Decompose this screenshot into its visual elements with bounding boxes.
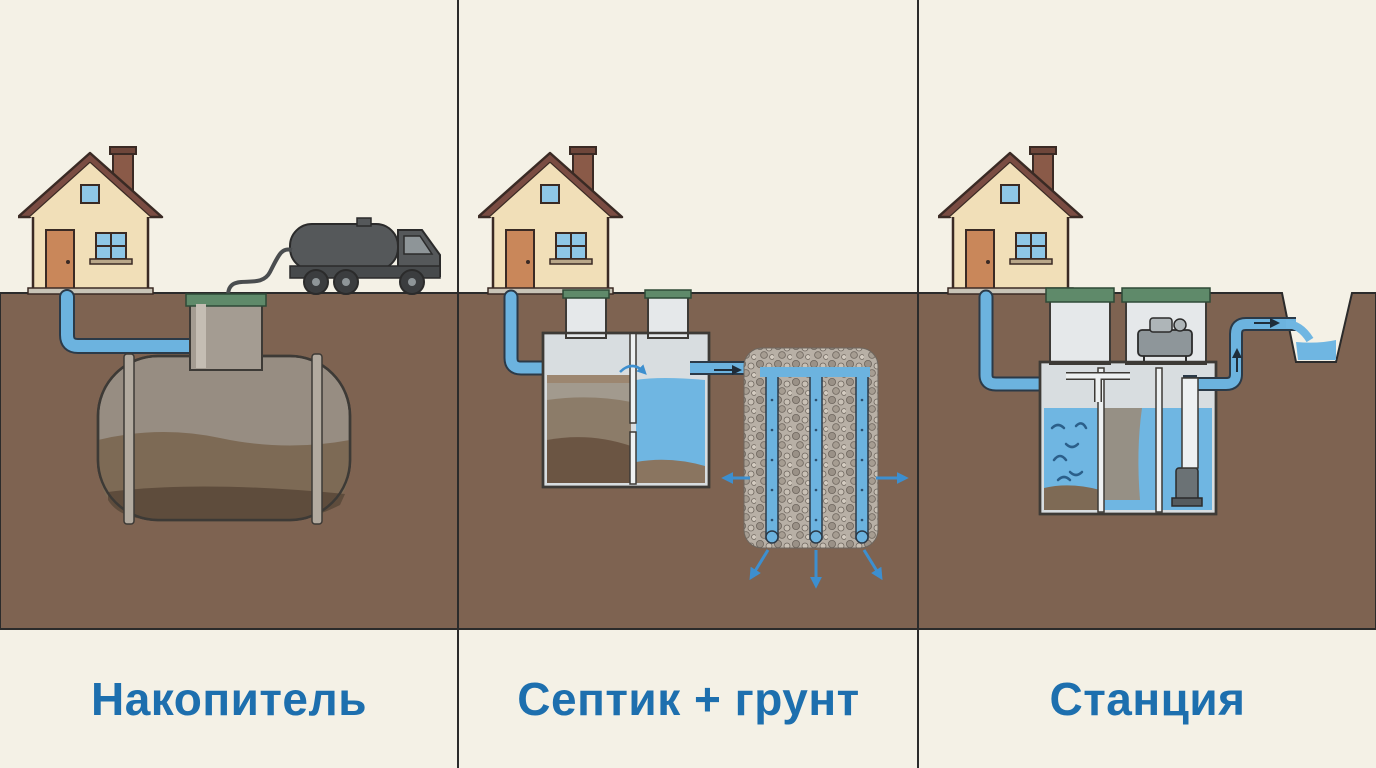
panel-septic-soil	[478, 145, 909, 589]
caption-septic-soil: Септик + грунт	[517, 673, 860, 725]
panel-storage-tank	[18, 145, 441, 525]
storage-tank-icon	[96, 293, 352, 525]
vacuum-truck-icon	[289, 217, 441, 295]
caption-storage-tank: Накопитель	[91, 673, 367, 725]
panel-treatment-station	[938, 145, 1336, 516]
pump-icon	[1171, 467, 1203, 507]
drainage-pipes	[760, 367, 870, 544]
compressor-icon	[1137, 317, 1193, 362]
suction-hose	[226, 247, 293, 297]
infiltration-arrows	[714, 365, 909, 589]
caption-treatment-station: Станция	[1049, 673, 1246, 725]
